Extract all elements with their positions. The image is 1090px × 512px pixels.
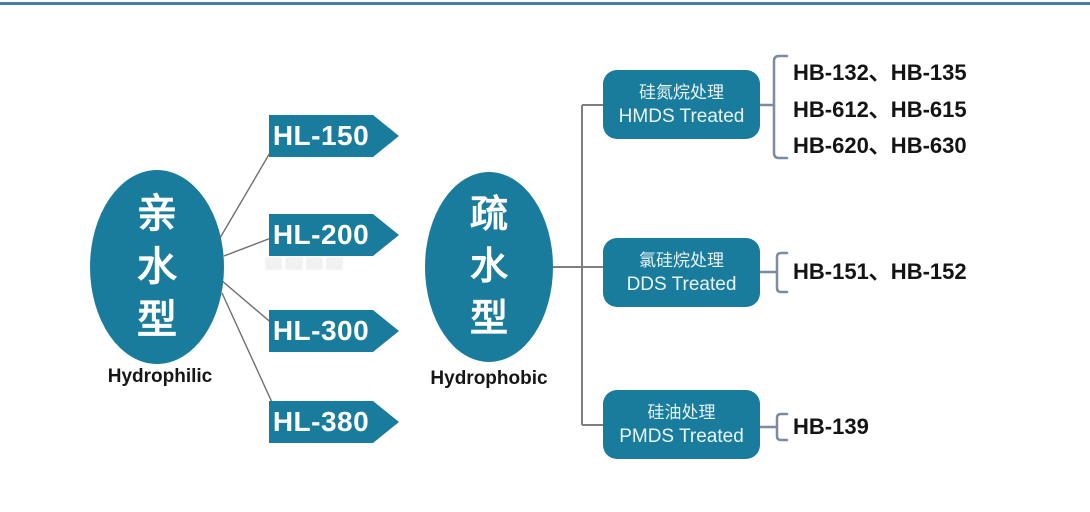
product-banner-hl300: HL-300 [269, 310, 399, 352]
product-banner-hl380: HL-380 [269, 401, 399, 443]
top-border-rule [0, 2, 1090, 5]
product-codes-pmds-line1: HB-139 [793, 414, 869, 439]
product-banner-hl200: HL-200 [269, 214, 399, 256]
product-codes-dds-line1: HB-151、HB-152 [793, 259, 967, 284]
product-banner-hl150: HL-150 [269, 115, 399, 157]
hydrophobic-trunk [553, 104, 603, 426]
hydrophilic-en-label: Hydrophilic [107, 366, 213, 387]
hydrophobic-en-label: Hydrophobic [430, 368, 548, 389]
hydrophilic-cn-label: 亲水型 [137, 191, 177, 342]
treatment-box-hmds: 硅氮烷处理 HMDS Treated [603, 70, 760, 139]
hydrophobic-ellipse: 疏水型 [425, 172, 553, 362]
product-codes-hmds-line1: HB-132、HB-135 [793, 60, 967, 85]
treatment-dds-cn: 氯硅烷处理 [639, 250, 724, 270]
treatment-hmds-en: HMDS Treated [618, 105, 745, 127]
treatment-box-dds: 氯硅烷处理 DDS Treated [603, 238, 760, 307]
hydrophilic-ellipse: 亲水型 [90, 170, 224, 364]
treatment-pmds-en: PMDS Treated [619, 425, 744, 447]
treatment-pmds-cn: 硅油处理 [647, 402, 716, 422]
hydrophobic-cn-label: 疏水型 [470, 194, 509, 340]
connector-end-dots [276, 131, 284, 425]
product-brackets [758, 54, 789, 442]
watermark [265, 257, 343, 270]
product-codes-hmds-line3: HB-620、HB-630 [793, 133, 967, 158]
treatment-hmds-cn: 硅氮烷处理 [639, 82, 724, 102]
treatment-dds-en: DDS Treated [626, 273, 737, 295]
treatment-box-pmds: 硅油处理 PMDS Treated [603, 390, 760, 459]
product-codes-hmds-line2: HB-612、HB-615 [793, 97, 967, 122]
